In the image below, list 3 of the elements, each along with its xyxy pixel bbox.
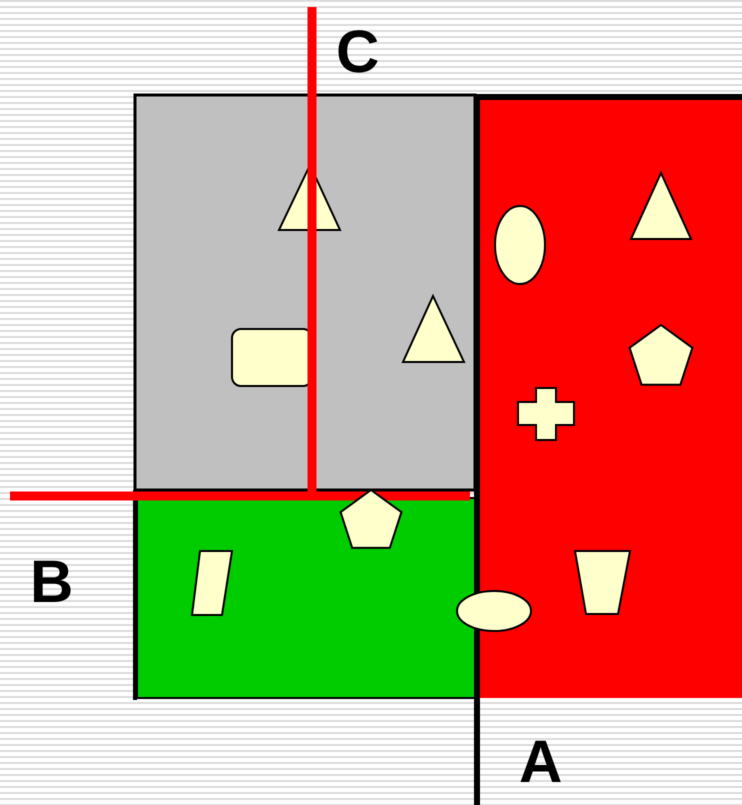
region-letter: B (30, 552, 74, 612)
region-letter: C (336, 22, 380, 82)
region-letter: A (519, 732, 562, 792)
